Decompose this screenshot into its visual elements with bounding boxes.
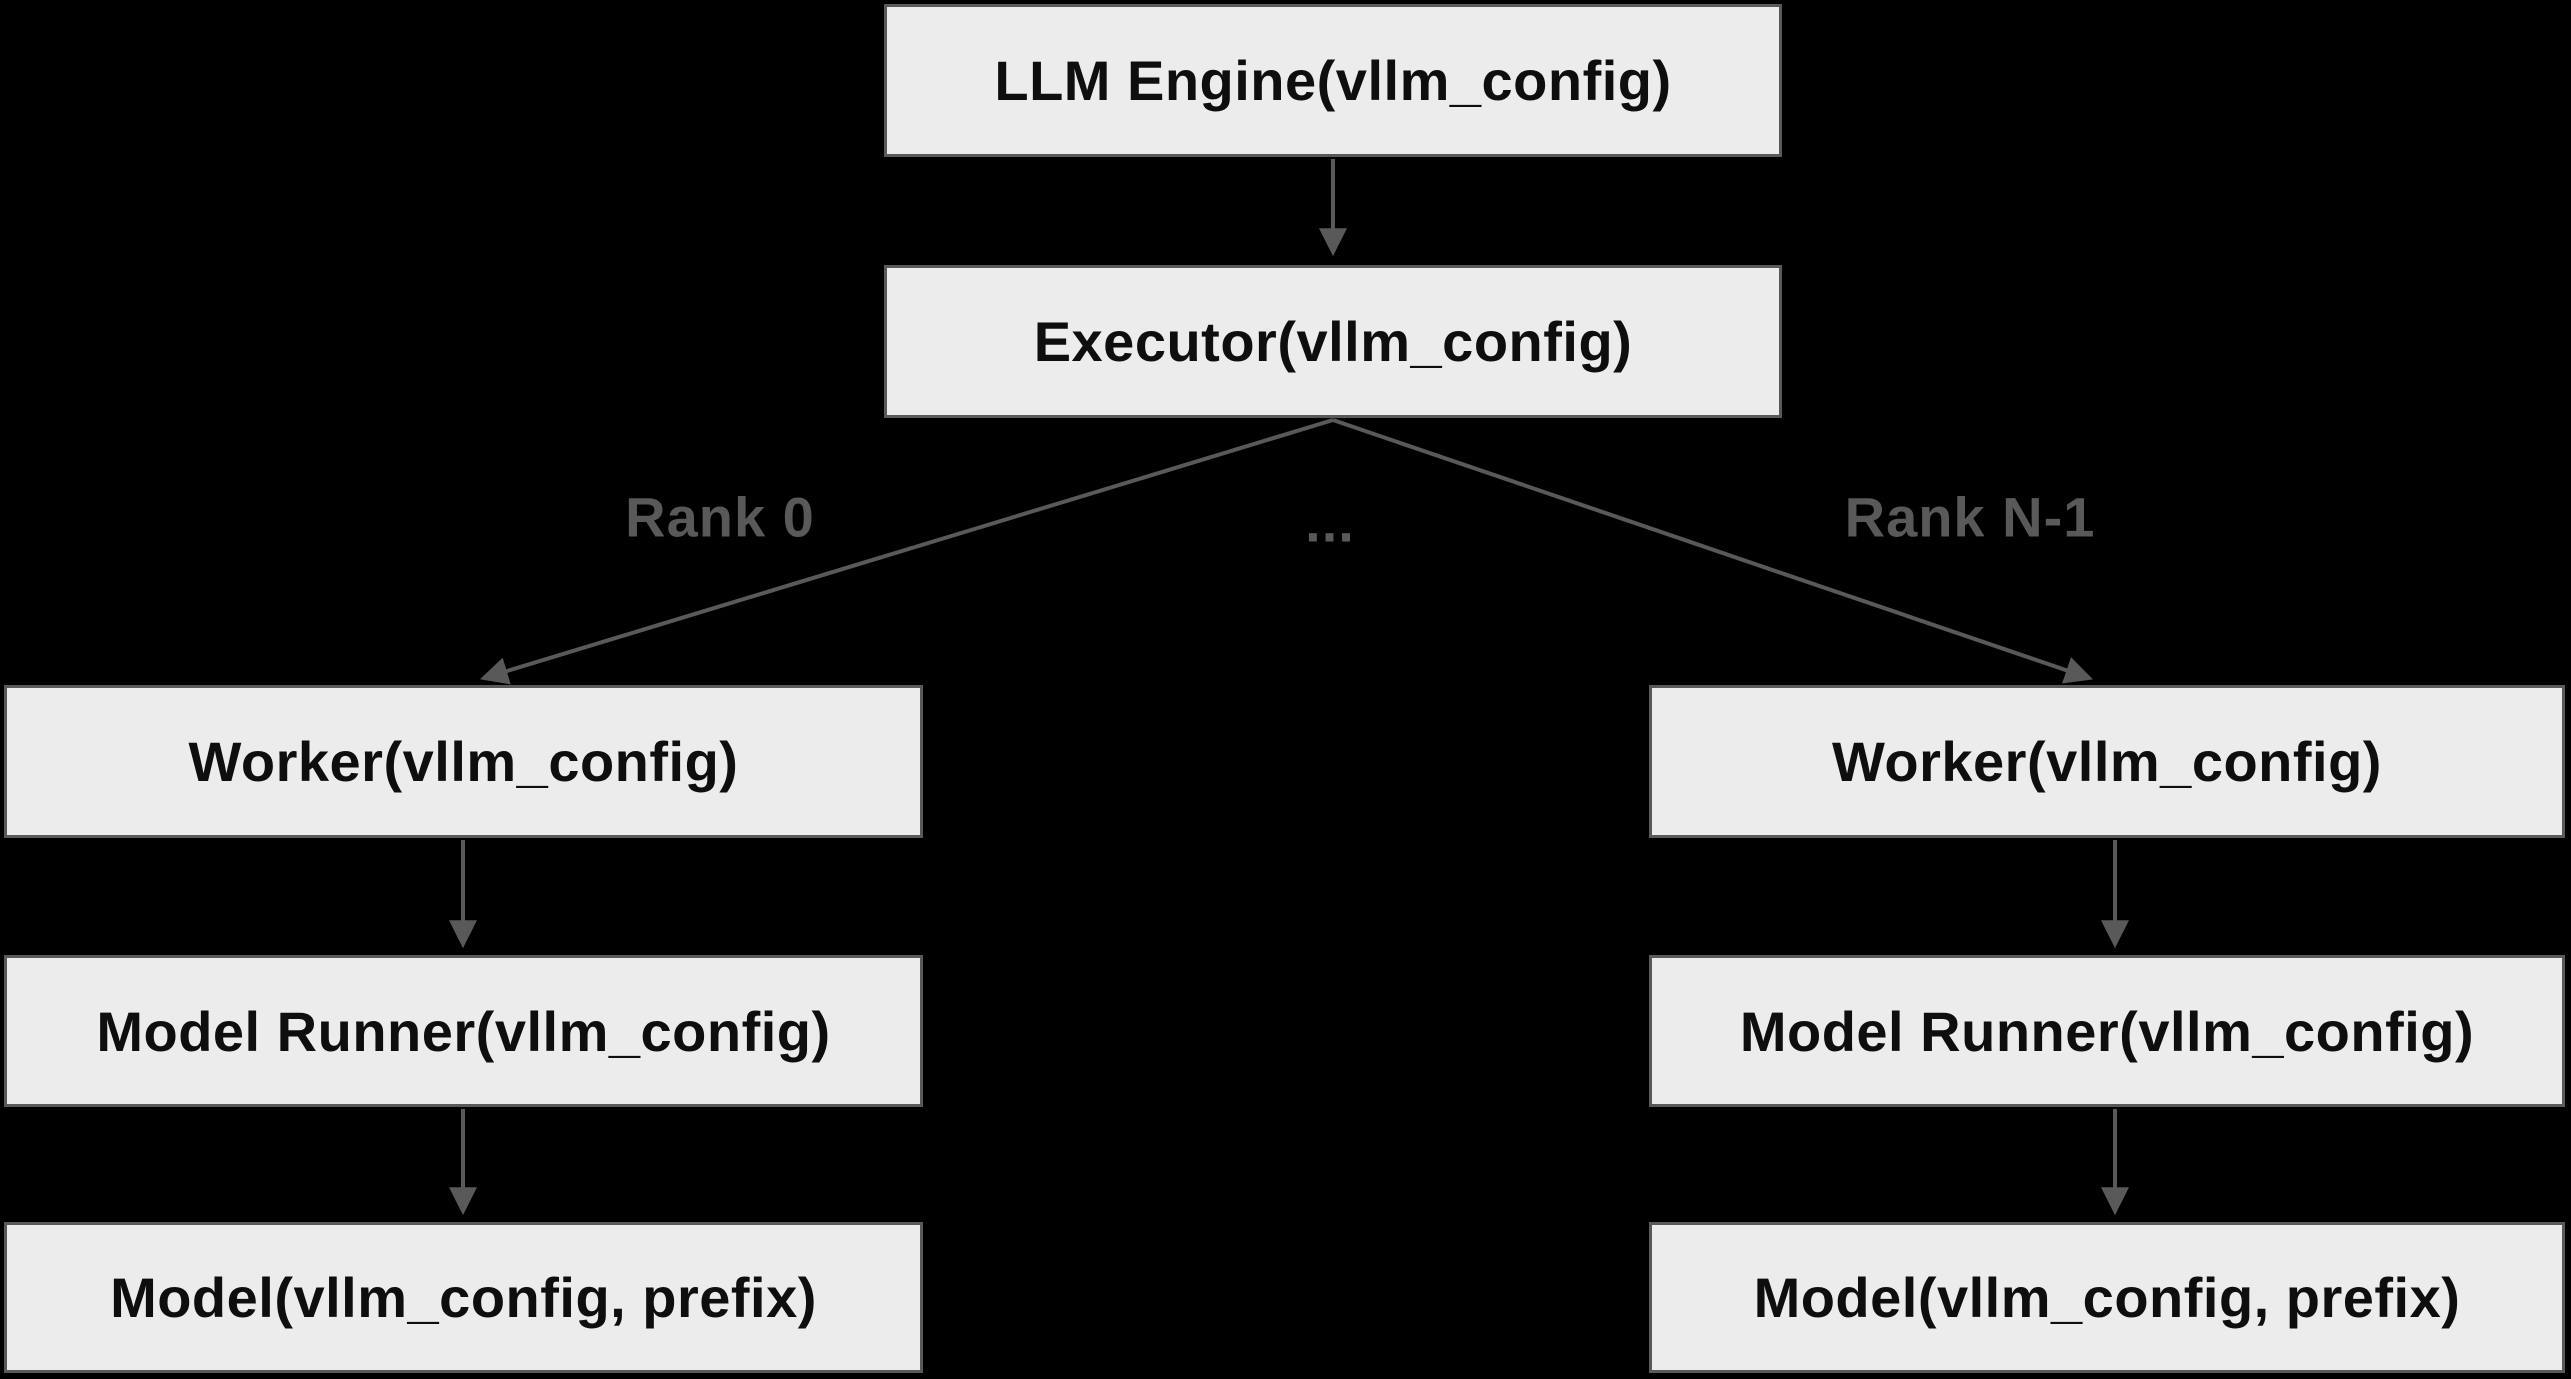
edge-executor-to-worker-left [479, 418, 1334, 685]
node-llm-engine-label: LLM Engine(vllm_config) [994, 49, 1672, 112]
node-model-runner-right: Model Runner(vllm_config) [1649, 955, 2565, 1107]
node-worker-right: Worker(vllm_config) [1649, 685, 2565, 838]
node-worker-left: Worker(vllm_config) [4, 685, 923, 838]
edge-label-rank-n1: Rank N-1 [1844, 485, 2096, 549]
node-model-runner-right-label: Model Runner(vllm_config) [1739, 999, 2475, 1063]
edge-executor-to-worker-right [1332, 418, 2093, 684]
node-worker-right-label: Worker(vllm_config) [1832, 730, 2382, 793]
edge-label-ellipsis: ... [1305, 490, 1355, 554]
node-llm-engine: LLM Engine(vllm_config) [884, 4, 1782, 157]
node-model-runner-left: Model Runner(vllm_config) [4, 955, 923, 1107]
node-model-left-label: Model(vllm_config, prefix) [110, 1266, 817, 1329]
node-model-right-label: Model(vllm_config, prefix) [1753, 1266, 2461, 1329]
node-worker-left-label: Worker(vllm_config) [188, 730, 739, 793]
node-model-runner-left-label: Model Runner(vllm_config) [96, 999, 831, 1063]
node-executor: Executor(vllm_config) [884, 265, 1782, 418]
node-model-left: Model(vllm_config, prefix) [4, 1222, 923, 1373]
node-executor-label: Executor(vllm_config) [1033, 310, 1633, 373]
node-model-right: Model(vllm_config, prefix) [1649, 1222, 2565, 1373]
edge-label-rank-0: Rank 0 [625, 485, 815, 549]
